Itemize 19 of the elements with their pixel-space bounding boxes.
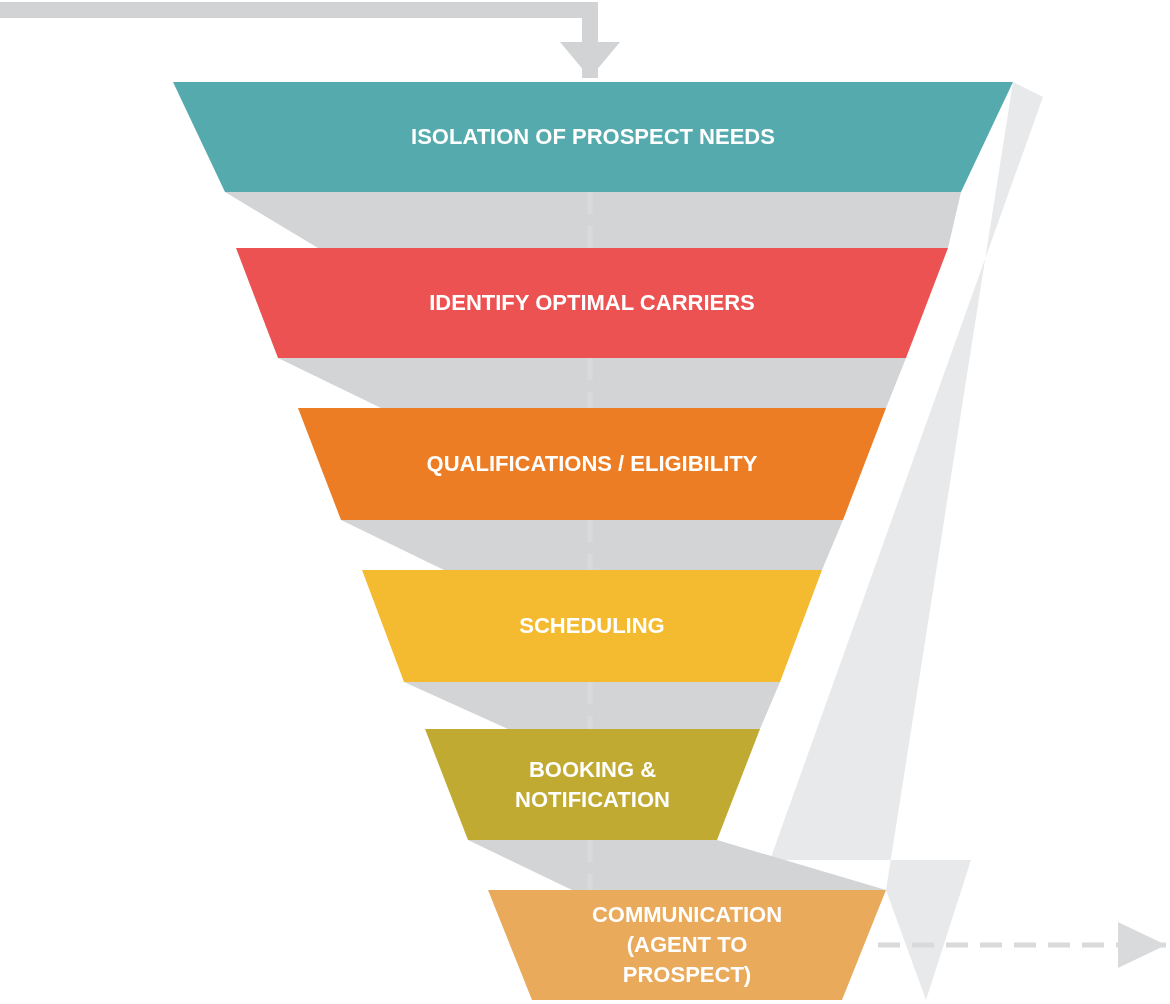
connector-line [587, 192, 593, 248]
stage-label: IDENTIFY OPTIMAL CARRIERS [429, 289, 755, 317]
funnel-stage [173, 82, 1013, 192]
stage-label: QUALIFICATIONS / ELIGIBILITY [426, 450, 758, 478]
funnel-stage [298, 408, 886, 520]
stage-label: COMMUNICATION (AGENT TO PROSPECT) [590, 901, 784, 989]
connector-line [587, 840, 593, 890]
funnel-stage [488, 890, 886, 1000]
stage-label: SCHEDULING [519, 612, 665, 640]
arrow [878, 922, 1166, 968]
connector-line [587, 682, 593, 729]
funnel-stage [425, 729, 760, 840]
funnel-stage [236, 248, 948, 358]
stage-label: BOOKING & NOTIFICATION [515, 755, 670, 814]
connector-line [587, 358, 593, 408]
connector-line [587, 520, 593, 570]
stage-label: ISOLATION OF PROSPECT NEEDS [411, 123, 775, 151]
funnel-stage [362, 570, 822, 682]
arrow [0, 2, 620, 78]
